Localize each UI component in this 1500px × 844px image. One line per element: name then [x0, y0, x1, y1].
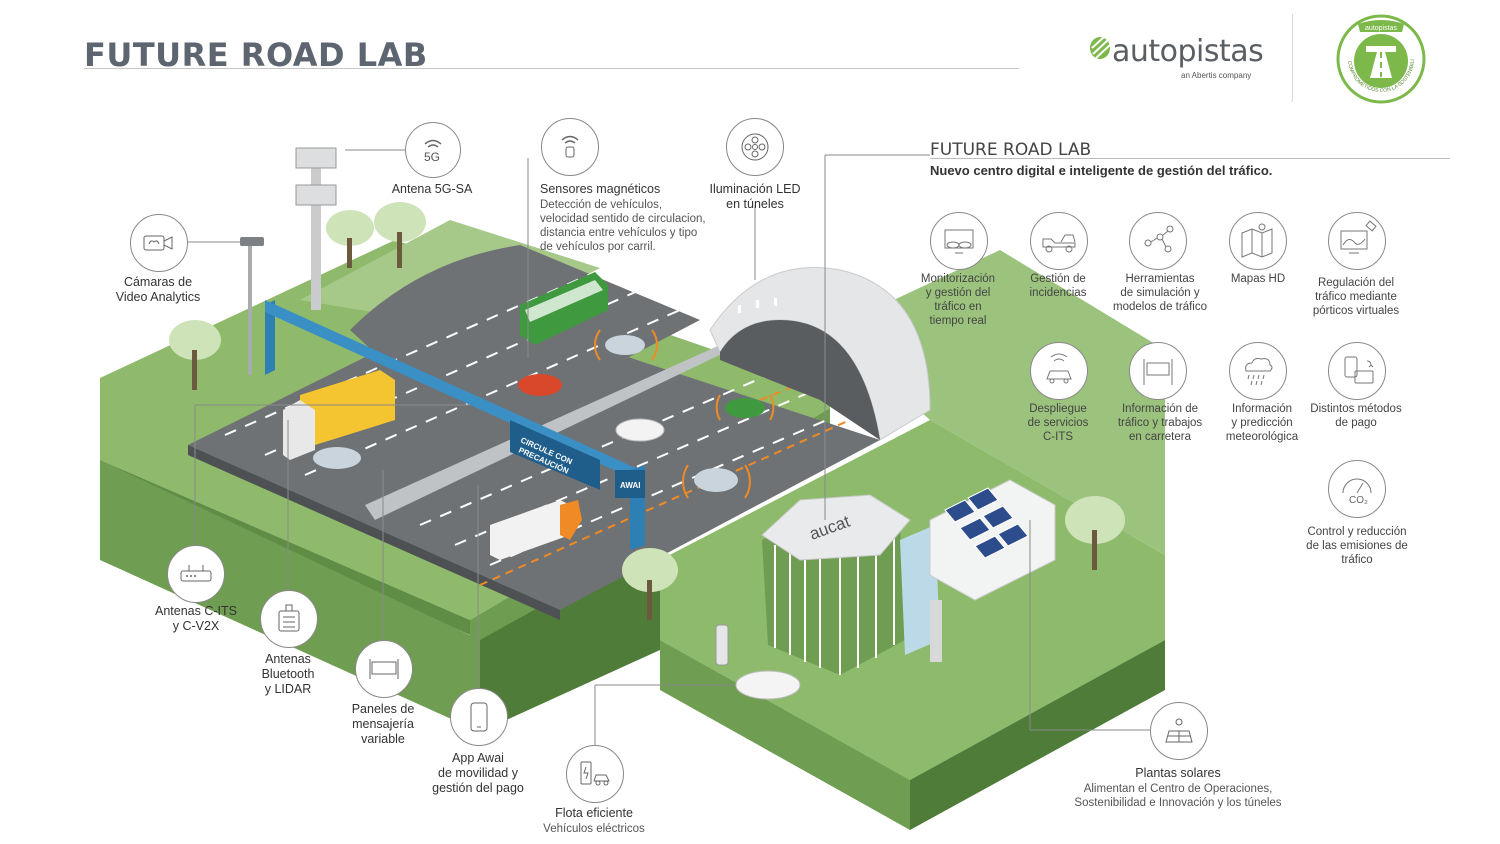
svg-text:5G: 5G	[424, 150, 440, 164]
co2-gauge-icon: CO₂	[1328, 460, 1386, 518]
router-icon	[167, 545, 225, 603]
brand-name: autopistas	[1112, 34, 1264, 69]
satellite-monitor-icon	[1328, 212, 1386, 270]
simulation-nodes-icon	[1129, 212, 1187, 270]
vehicles	[283, 272, 801, 700]
truck-white	[490, 500, 570, 560]
panel-title: FUTURE ROAD LAB	[930, 140, 1092, 160]
info-board-icon	[1129, 342, 1187, 400]
service-label-3: Mapas HD	[1230, 273, 1286, 285]
panel-divider	[930, 158, 1450, 159]
truck-yellow	[300, 370, 395, 445]
autopistas-logo: autopistas an Abertis company	[1088, 32, 1264, 82]
solar-desc: Alimentan el Centro de Operaciones,Soste…	[1074, 783, 1282, 809]
antenna-5g-label: Antena 5G-SA	[391, 182, 473, 196]
ev-charger	[715, 624, 729, 666]
autopistas-leaf-icon	[1090, 36, 1111, 59]
car-white	[615, 418, 665, 442]
brand-sub: an Abertis company	[1181, 71, 1252, 80]
trees	[169, 202, 1125, 620]
5g-tower	[295, 147, 337, 310]
svg-text:CO₂: CO₂	[1349, 495, 1368, 506]
sustainability-badge: autopistas COMPROMETIDOS CON LA SOSTENIB…	[1336, 14, 1426, 104]
traffic-monitor-icon	[930, 212, 988, 270]
solar-panel-icon	[1150, 702, 1208, 760]
electric-car	[735, 670, 801, 700]
callout-lines	[188, 149, 1150, 745]
sensors-desc: Detección de vehículos,velocidad sentido…	[540, 199, 706, 253]
car-red	[518, 374, 562, 396]
rain-cloud-icon	[1229, 342, 1287, 400]
antenna-5g-icon: 5G	[405, 122, 461, 178]
bluetooth-antenna-icon	[260, 590, 318, 648]
sign-logo: AWAI	[620, 481, 640, 490]
panel-subtitle: Nuevo centro digital e inteligente de ge…	[930, 163, 1273, 178]
camera-pole	[240, 237, 264, 375]
solar-building	[929, 479, 1056, 601]
car-sensor	[694, 468, 738, 492]
ev-charging-icon	[566, 745, 624, 803]
tow-truck-icon	[1030, 212, 1088, 270]
header-divider	[1292, 14, 1293, 102]
title-divider	[84, 68, 1019, 69]
fleet-desc: Vehículos eléctricos	[543, 823, 645, 835]
aucat-building: aucat	[761, 494, 942, 675]
car-silver	[605, 335, 645, 355]
smartphone-icon	[450, 688, 508, 746]
page-title: FUTURE ROAD LAB	[84, 36, 428, 74]
led-lighting-icon	[726, 118, 784, 176]
message-panel-icon	[355, 640, 413, 698]
solar-panels	[944, 487, 1029, 559]
connected-car-icon	[1030, 342, 1088, 400]
badge-top-text: autopistas	[1365, 25, 1397, 32]
solar-title: Plantas solares	[1135, 766, 1221, 780]
sensors-title: Sensores magnéticos	[540, 182, 661, 196]
car-green	[725, 398, 765, 418]
car-blue	[313, 447, 361, 469]
map-pin-icon	[1229, 212, 1287, 270]
fleet-title: Flota eficiente	[555, 806, 633, 820]
magnetic-sensor-icon	[541, 118, 599, 176]
payment-methods-icon	[1328, 342, 1386, 400]
camera-icon	[130, 214, 188, 272]
